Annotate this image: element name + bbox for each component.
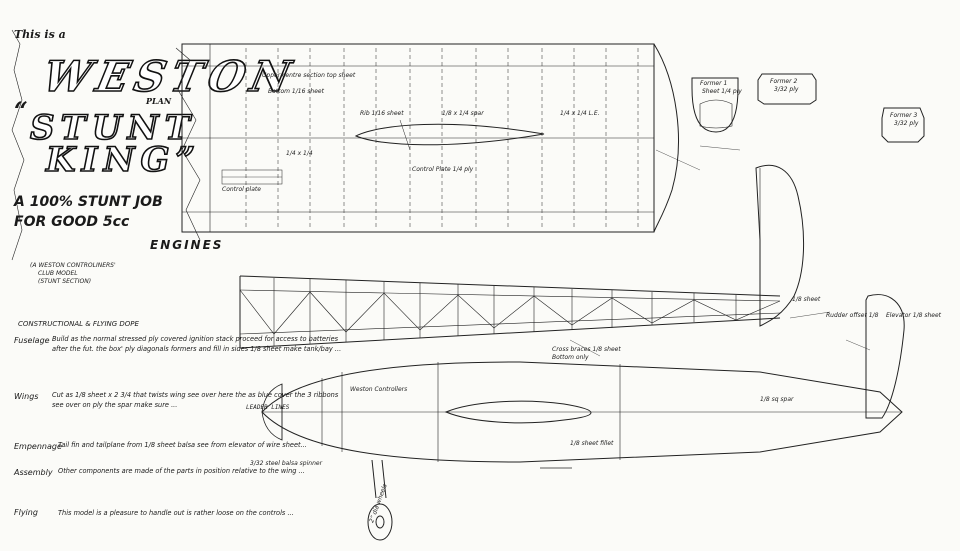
wing-note-6: Control plate	[222, 186, 261, 193]
wing-note-7: 1/4 x 1/4	[286, 150, 313, 157]
formers	[691, 73, 925, 143]
undercarriage	[367, 459, 393, 541]
fuselage-truss	[239, 275, 781, 349]
wings-text: Cut as 1/8 sheet x 2 3/4 that twists win…	[52, 391, 339, 409]
wing-note-4: 1/8 x 1/4 spar	[442, 110, 484, 117]
tagline-3: ENGINES	[150, 238, 224, 252]
former-1-sub: Sheet 1/4 ply	[702, 88, 742, 95]
construction-header: CONSTRUCTIONAL & FLYING DOPE	[18, 320, 139, 328]
assembly-text: Other components are made of the parts i…	[58, 467, 305, 475]
title-stunt: STUNT	[29, 107, 196, 149]
title-this-is-a: This is a	[14, 28, 66, 41]
fuselage-text: Build as the normal stressed ply covered…	[52, 335, 342, 353]
fus-note-4: Rudder offset 1/8	[826, 312, 879, 319]
former-3-label: Former 3	[890, 112, 918, 119]
wing-note-3: Rib 1/16 sheet	[360, 110, 404, 117]
fin	[755, 164, 805, 327]
fus-note-7: Weston Controllers	[350, 386, 408, 393]
fus-note-10: 1/8 sheet fillet	[570, 440, 614, 447]
title-king: KING”	[45, 139, 202, 181]
assembly-label: Assembly	[14, 468, 53, 477]
wing-note-2: Bottom 1/16 sheet	[268, 88, 324, 95]
empennage-label: Empennage	[14, 442, 62, 451]
wings-label: Wings	[14, 392, 39, 401]
club-line-1: (A WESTON CONTROLINERS'	[30, 262, 116, 269]
former-1-label: Former 1	[700, 80, 728, 87]
former-2-sub: 3/32 ply	[774, 86, 799, 93]
fus-note-9: 3/32 steel balsa spinner	[250, 460, 323, 467]
fus-note-1: 1/8 sheet	[792, 296, 821, 303]
wing-note-5: 1/4 x 1/4 L.E.	[560, 110, 600, 117]
fus-note-3: Bottom only	[552, 354, 589, 361]
wing-note-1: Upper centre section top sheet	[262, 72, 356, 79]
fus-note-8: LEADER LINES	[246, 404, 290, 411]
tagline-2: FOR GOOD 5cc	[14, 214, 130, 230]
fuselage-top-view	[261, 361, 903, 469]
title-plan: PLAN	[146, 96, 172, 106]
fus-note-2: Cross braces 1/8 sheet	[552, 346, 621, 353]
wing-note-8: Control Plate 1/4 ply	[412, 166, 474, 173]
tailplane	[865, 294, 905, 419]
wing-plan-view	[181, 43, 679, 233]
title-open-quote: “	[14, 96, 28, 125]
former-2-label: Former 2	[770, 78, 798, 85]
fus-note-5: Elevator 1/8 sheet	[886, 312, 942, 319]
flying-label: Flying	[14, 508, 38, 517]
title-deco-lines	[175, 47, 201, 241]
flying-text: This model is a pleasure to handle out i…	[58, 509, 294, 517]
club-line-2: CLUB MODEL	[38, 270, 78, 277]
title-border	[11, 29, 25, 261]
fuselage-label: Fuselage	[14, 336, 50, 345]
tagline-1: A 100% STUNT JOB	[14, 194, 163, 210]
fus-note-6: 1/8 sq spar	[760, 396, 794, 403]
former-3-sub: 3/32 ply	[894, 120, 919, 127]
club-line-3: (STUNT SECTION)	[38, 278, 92, 285]
empennage-text: Tail fin and tailplane from 1/8 sheet ba…	[58, 441, 307, 449]
